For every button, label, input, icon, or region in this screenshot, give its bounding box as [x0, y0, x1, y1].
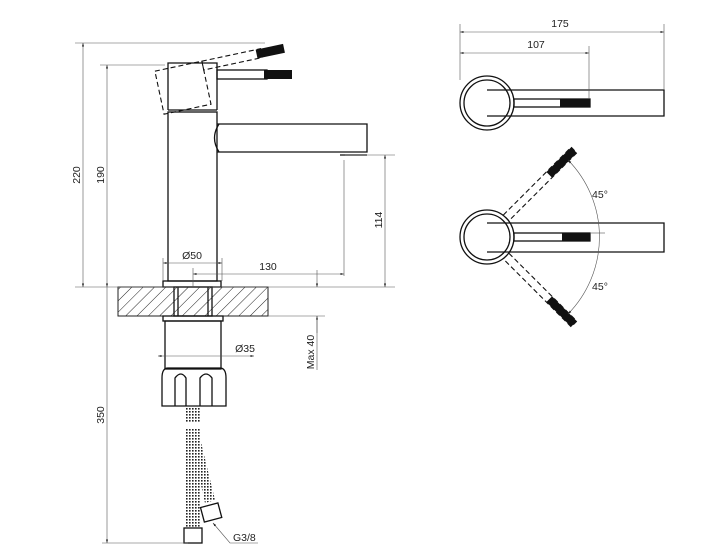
faucet-body	[167, 111, 218, 282]
dim-body-height: 190	[95, 166, 107, 184]
angle-down: 45°	[592, 281, 608, 293]
dim-body-diameter: Ø50	[182, 250, 202, 262]
dim-spout-height: 114	[373, 211, 385, 228]
dim-total-length: 175	[551, 18, 569, 30]
dim-shank-diameter: Ø35	[235, 343, 255, 355]
dim-hose-thread: G3/8	[233, 532, 256, 544]
top-view-rotation: 45° 45°	[459, 146, 665, 328]
dim-countertop-max: Max 40	[305, 335, 317, 370]
handle-lever	[216, 69, 268, 80]
dim-spout-reach: 130	[259, 261, 277, 273]
top-view: 175 107	[459, 18, 665, 131]
front-view: 220 190 114 Ø50 130 Max 40 350 Ø35 G3/8	[71, 42, 395, 544]
spout	[217, 123, 368, 153]
dim-handle-length: 107	[527, 39, 545, 51]
dim-total-height: 220	[71, 166, 83, 184]
mounting-nut	[161, 367, 227, 407]
angle-up: 45°	[592, 189, 608, 201]
dim-hose-length: 350	[95, 406, 107, 424]
handle-block	[167, 62, 218, 110]
countertop	[117, 286, 269, 317]
